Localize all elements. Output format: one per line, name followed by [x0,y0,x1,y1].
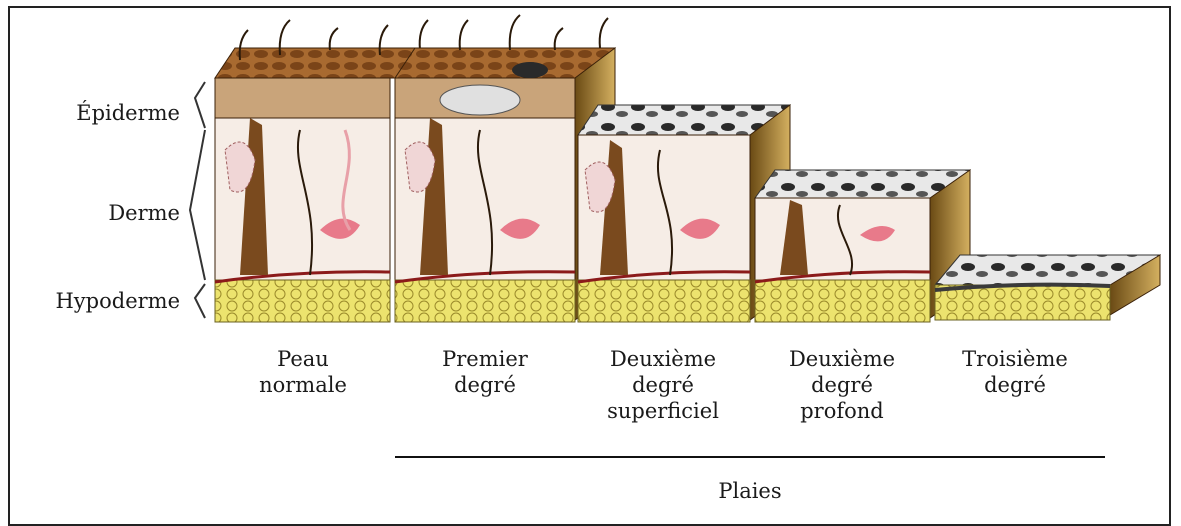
caption-line: degré [757,372,927,398]
caption-line: normale [218,372,388,398]
label-derme: Derme [10,200,180,226]
caption-line: Deuxième [757,346,927,372]
block-third-degree [935,255,1160,320]
label-hypoderme: Hypoderme [10,288,180,314]
skin-burn-illustration [0,0,1181,513]
label-plaies: Plaies [640,478,860,504]
caption-line: degré [930,372,1100,398]
caption-third-degree: Troisième degré [930,346,1100,398]
caption-line: Deuxième [578,346,748,372]
label-epiderme: Épiderme [10,100,180,126]
layer-brackets [190,82,205,318]
caption-second-degree-superficial: Deuxième degré superficiel [578,346,748,424]
caption-first-degree: Premier degré [400,346,570,398]
caption-line: superficiel [578,398,748,424]
caption-line: profond [757,398,927,424]
plaies-divider [395,456,1105,458]
caption-normal-skin: Peau normale [218,346,388,398]
caption-line: Peau [218,346,388,372]
caption-line: Premier [400,346,570,372]
caption-line: degré [400,372,570,398]
caption-line: degré [578,372,748,398]
caption-line: Troisième [930,346,1100,372]
caption-second-degree-deep: Deuxième degré profond [757,346,927,424]
